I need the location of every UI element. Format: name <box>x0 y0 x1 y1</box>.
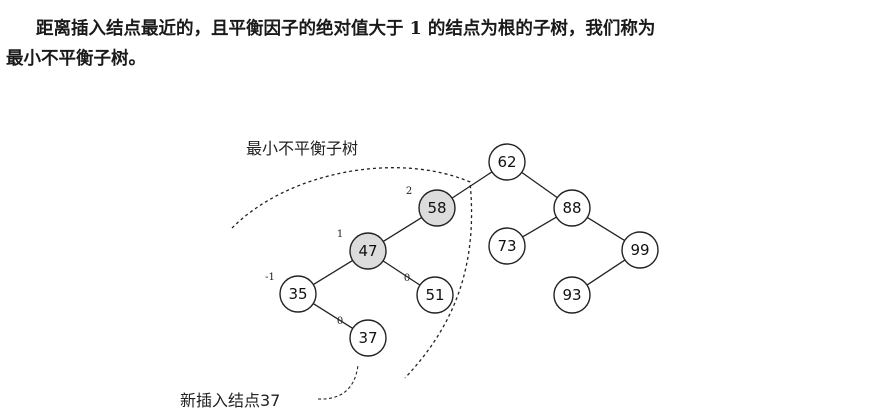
paragraph: 距离插入结点最近的，且平衡因子的绝对值大于 1 的结点为根的子树，我们称为 最小… <box>6 14 868 74</box>
node-value: 58 <box>427 199 446 217</box>
node-value: 35 <box>288 285 307 303</box>
balance-factor: -1 <box>265 272 275 283</box>
node-circle <box>621 231 659 269</box>
node-value: 47 <box>358 242 377 260</box>
subtree-boundary <box>231 167 473 379</box>
node-value: 73 <box>497 237 516 255</box>
node-62: 62 <box>488 143 526 181</box>
node-circle <box>553 189 591 227</box>
subtree-label: 最小不平衡子树 <box>246 139 358 158</box>
edge-62-58 <box>451 171 493 199</box>
node-35: 35 -1 <box>265 272 317 313</box>
edge-47-51 <box>382 260 421 286</box>
node-51: 51 0 <box>404 273 454 314</box>
node-circle <box>349 232 387 270</box>
node-88: 88 <box>553 189 591 227</box>
node-99: 99 <box>621 231 659 269</box>
node-circle <box>279 275 317 313</box>
insert-leader-line <box>317 364 359 400</box>
tree-nodes: 62 58 2 88 47 1 73 99 35 -1 51 0 93 37 0 <box>265 143 659 357</box>
node-circle <box>416 276 454 314</box>
node-value: 37 <box>358 329 377 347</box>
edge-35-37 <box>312 303 354 329</box>
node-value: 93 <box>562 286 581 304</box>
balance-factor: 2 <box>406 186 412 197</box>
node-value: 62 <box>497 153 516 171</box>
edge-99-93 <box>586 259 626 286</box>
node-73: 73 <box>488 227 526 265</box>
node-58: 58 2 <box>406 186 456 227</box>
node-47: 47 1 <box>337 229 387 270</box>
edge-88-99 <box>586 216 626 242</box>
node-value: 51 <box>425 286 444 304</box>
edge-88-73 <box>522 216 557 238</box>
paragraph-line-2: 最小不平衡子树。 <box>6 49 146 69</box>
edge-62-88 <box>521 171 558 199</box>
paragraph-line-1: 距离插入结点最近的，且平衡因子的绝对值大于 1 的结点为根的子树，我们称为 <box>36 19 656 39</box>
node-circle <box>488 143 526 181</box>
node-circle <box>488 227 526 265</box>
balance-factor: 0 <box>337 316 343 327</box>
balance-factor: 1 <box>337 229 343 240</box>
node-circle <box>553 276 591 314</box>
node-value: 99 <box>630 241 649 259</box>
node-circle <box>418 189 456 227</box>
node-value: 88 <box>562 199 581 217</box>
node-93: 93 <box>553 276 591 314</box>
node-circle <box>349 319 387 357</box>
edge-58-47 <box>382 216 423 243</box>
edge-47-35 <box>312 259 354 286</box>
node-37: 37 0 <box>337 316 387 357</box>
insert-label: 新插入结点37 <box>180 391 280 410</box>
balance-factor: 0 <box>404 273 410 284</box>
tree-edges <box>312 171 626 329</box>
